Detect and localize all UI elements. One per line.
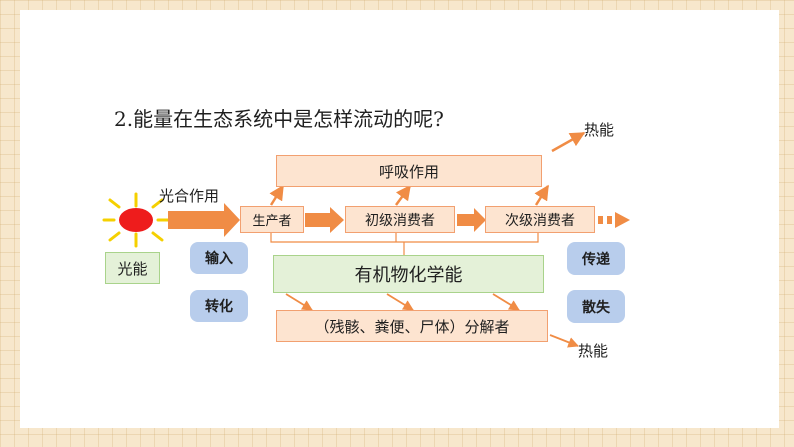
heat-energy-bottom: 热能 (578, 342, 609, 360)
primary-consumer-box: 初级消费者 (345, 206, 455, 233)
question-heading: 2.能量在生态系统中是怎样流动的呢? (114, 107, 444, 131)
producer-box: 生产者 (240, 206, 304, 233)
transform-tag: 转化 (190, 290, 248, 322)
organic-energy-box: 有机物化学能 (273, 255, 544, 293)
input-tag: 输入 (190, 242, 248, 274)
transfer-tag: 传递 (567, 242, 625, 275)
respiration-box: 呼吸作用 (276, 155, 542, 187)
secondary-consumer-box: 次级消费者 (485, 206, 595, 233)
photosynthesis-label: 光合作用 (159, 187, 220, 205)
decomposer-box: （残骸、粪便、尸体）分解者 (276, 310, 548, 342)
heat-energy-top: 热能 (584, 121, 615, 139)
dissipate-tag: 散失 (567, 290, 625, 323)
light-energy-box: 光能 (105, 252, 160, 284)
